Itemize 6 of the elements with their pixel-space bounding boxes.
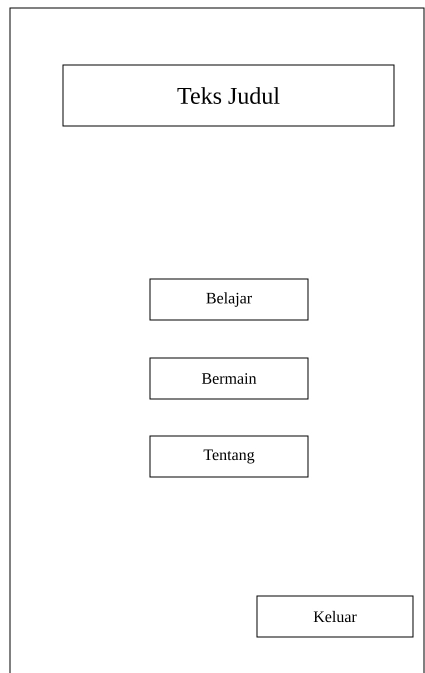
screen-frame: [10, 8, 424, 673]
title-box: Teks Judul: [62, 64, 394, 126]
menu-button: Tentang: [150, 436, 308, 478]
exit-button: Keluar: [256, 596, 414, 638]
menu-button: Bermain: [150, 358, 308, 400]
menu-button: Belajar: [150, 278, 308, 320]
